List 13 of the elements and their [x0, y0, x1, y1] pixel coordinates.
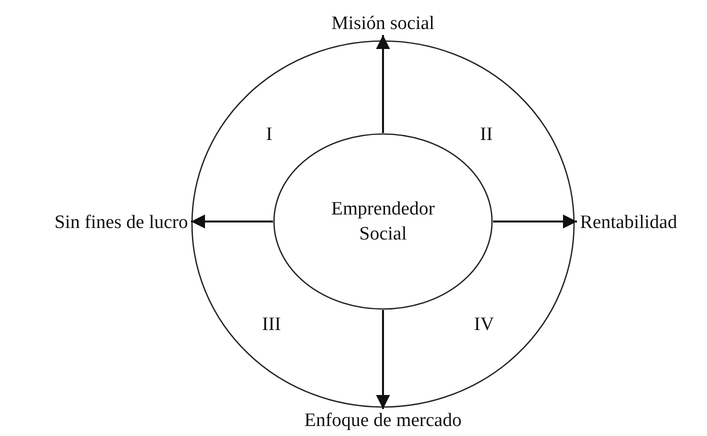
quadrant-numeral: III	[262, 313, 281, 337]
quadrant-numeral: I	[266, 123, 272, 147]
axis-label: Misión social	[305, 10, 461, 38]
axis-label: Sin fines de lucro	[4, 209, 188, 237]
arrow	[191, 214, 273, 228]
quadrant-numeral: IV	[474, 313, 494, 337]
axis-label: Rentabilidad	[580, 209, 705, 237]
arrow	[376, 35, 390, 133]
arrow	[376, 310, 390, 409]
axis-label: Enfoque de mercado	[290, 407, 476, 435]
quadrant-numeral: II	[480, 123, 493, 147]
node-text: Emprendedor Social	[330, 196, 436, 246]
arrow	[493, 214, 577, 228]
